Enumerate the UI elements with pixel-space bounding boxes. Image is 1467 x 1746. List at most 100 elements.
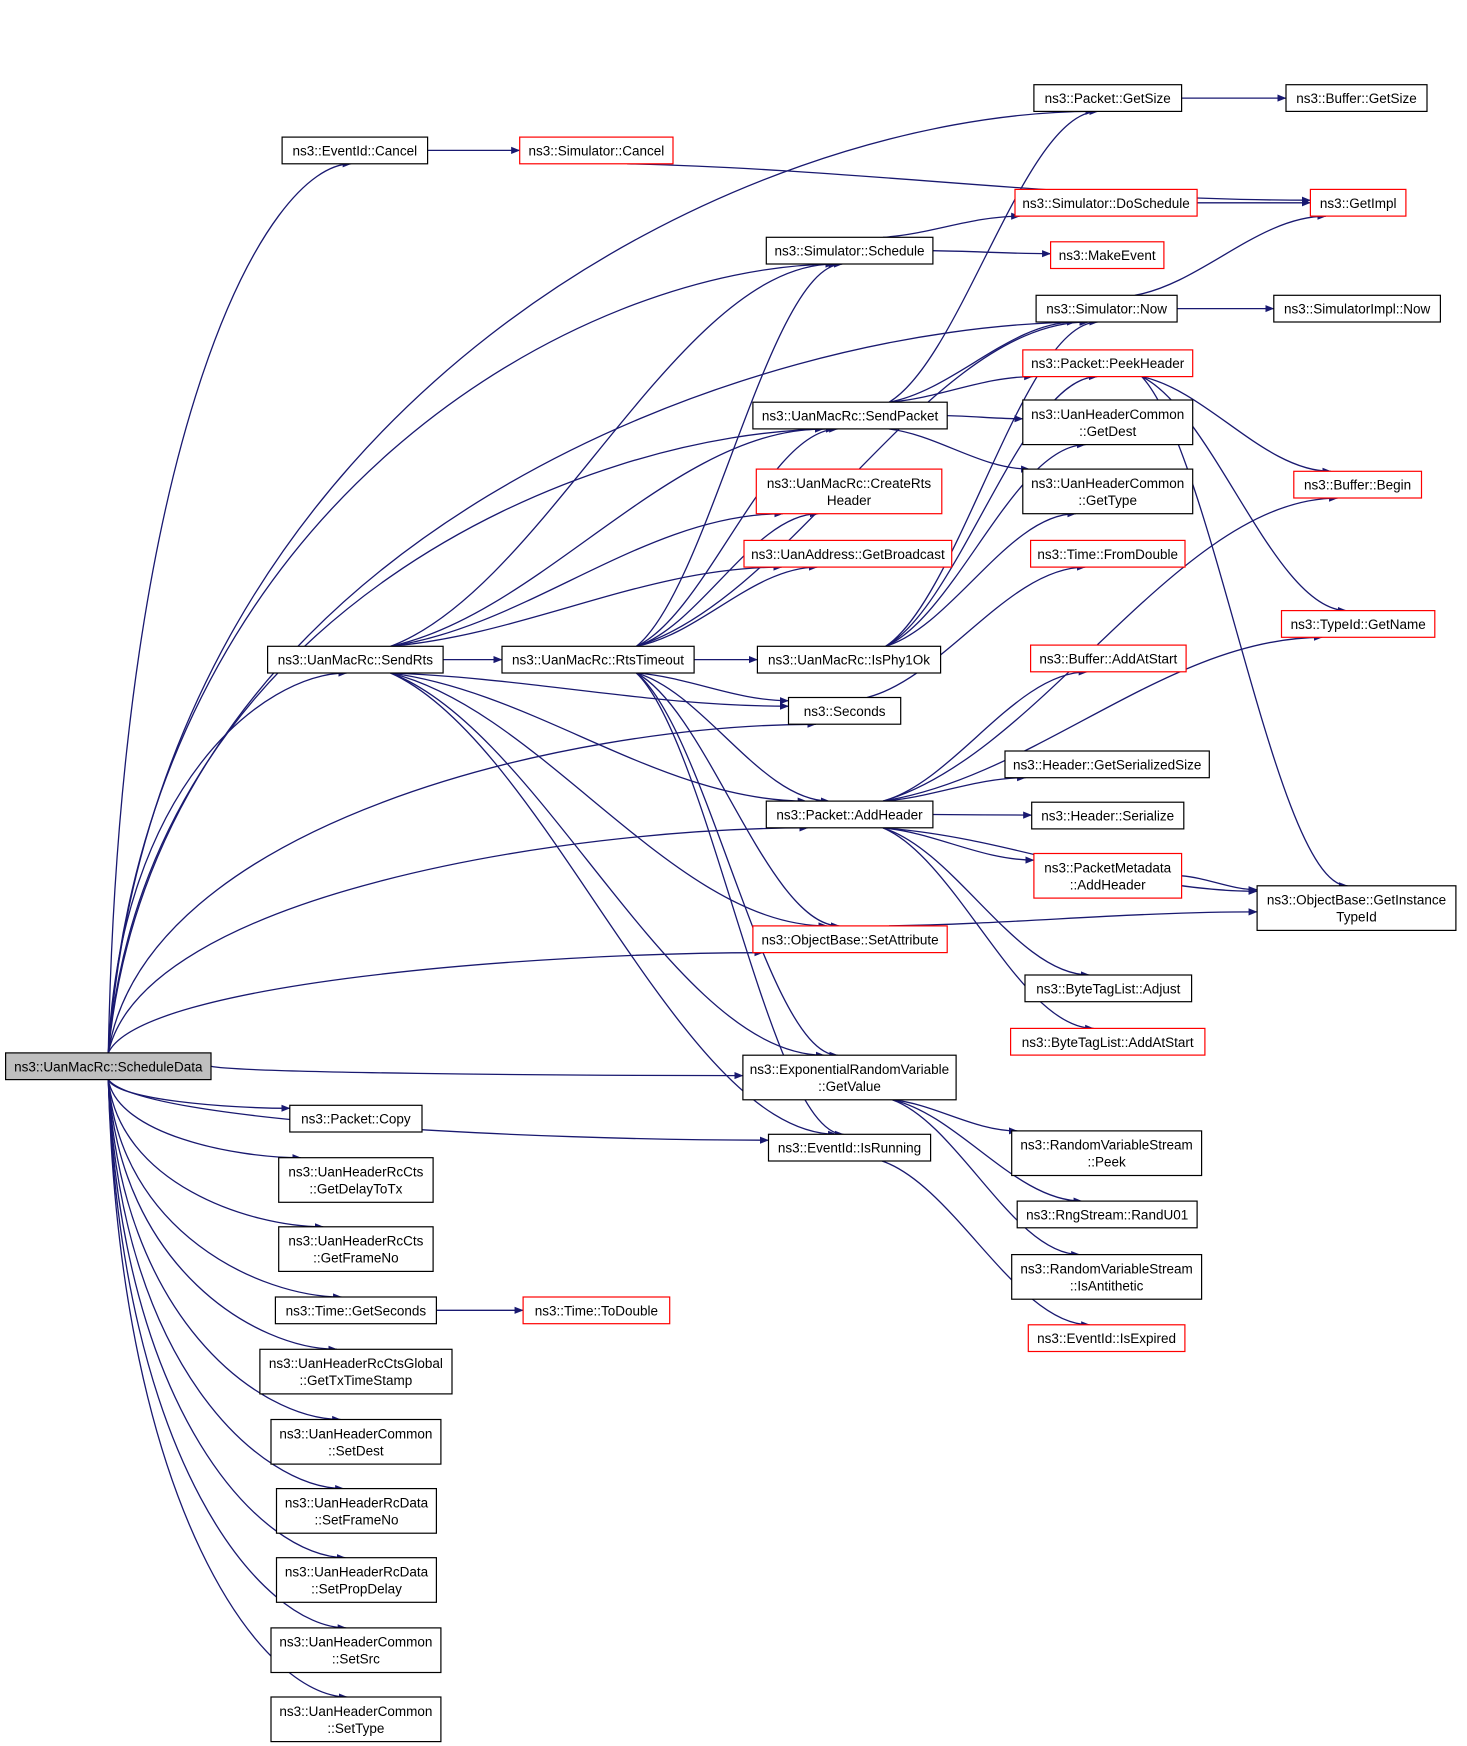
node-packetCopy[interactable]: ns3::Packet::Copy [289,1104,423,1133]
node-label: ns3::ObjectBase::SetAttribute [762,932,939,947]
node-box [752,925,948,954]
edge-sendPacket-to-peekHeader [888,373,1034,403]
node-getFrameNo[interactable]: ns3::UanHeaderRcCts::GetFrameNo [278,1226,434,1273]
node-label: ::AddHeader [1070,877,1146,892]
node-isRunning[interactable]: ns3::EventId::IsRunning [767,1133,932,1162]
node-box [270,1696,442,1743]
node-setDest[interactable]: ns3::UanHeaderCommon::SetDest [270,1418,442,1465]
node-sendPacket[interactable]: ns3::UanMacRc::SendPacket [752,401,948,430]
node-label: ns3::UanMacRc::SendRts [278,653,434,668]
edge-scheduleData-to-isRunning [107,1079,769,1144]
node-setAttribute[interactable]: ns3::ObjectBase::SetAttribute [752,925,948,954]
node-label: ns3::Simulator::Now [1046,302,1167,317]
node-packetGetSize[interactable]: ns3::Packet::GetSize [1033,84,1183,112]
node-label: ns3::EventId::Cancel [293,143,418,158]
node-btlAdjust[interactable]: ns3::ByteTagList::Adjust [1024,974,1193,1003]
node-label: ::SetType [327,1721,384,1736]
edge-sendPacket-to-packetGetSize [888,107,1099,403]
node-box [1022,468,1194,515]
node-doSchedule[interactable]: ns3::Simulator::DoSchedule [1014,188,1198,217]
node-label: ns3::UanHeaderRcCts [288,1234,423,1249]
node-fromDouble[interactable]: ns3::Time::FromDouble [1029,539,1186,568]
node-label: ns3::EventId::IsRunning [778,1141,921,1156]
node-getImpl[interactable]: ns3::GetImpl [1309,188,1407,217]
node-box [522,1296,671,1325]
node-pmAddHeader[interactable]: ns3::PacketMetadata::AddHeader [1033,852,1183,899]
edge-addHeader-to-btlAddAtStart [882,827,1095,1032]
node-label: ns3::UanHeaderCommon [1031,476,1184,491]
edge-scheduleData-to-packetCopy [107,1079,291,1112]
node-label: ns3::TypeId::GetName [1291,617,1426,632]
node-headerSerialize[interactable]: ns3::Header::Serialize [1031,801,1185,830]
node-scheduleData[interactable]: ns3::UanMacRc::ScheduleData [4,1052,212,1081]
edge-rtsTimeout-to-expGetValue [635,672,839,1059]
node-label: ns3::Simulator::Schedule [774,244,924,259]
node-isExpired[interactable]: ns3::EventId::IsExpired [1027,1324,1186,1353]
node-isPhy1Ok[interactable]: ns3::UanMacRc::IsPhy1Ok [756,645,942,674]
node-toDouble[interactable]: ns3::Time::ToDouble [522,1296,671,1325]
node-box [1004,750,1210,779]
node-getSeconds[interactable]: ns3::Time::GetSeconds [274,1296,437,1325]
node-label: ns3::ObjectBase::GetInstance [1267,893,1446,908]
node-label: ns3::ByteTagList::AddAtStart [1022,1035,1194,1050]
node-typeIdGetName[interactable]: ns3::TypeId::GetName [1280,609,1436,638]
node-addHeader[interactable]: ns3::Packet::AddHeader [765,800,934,829]
node-setPropDelay[interactable]: ns3::UanHeaderRcData::SetPropDelay [275,1557,437,1603]
edge-simCancel-to-getImpl [626,163,1311,204]
node-simCancel[interactable]: ns3::Simulator::Cancel [519,136,674,165]
edge-addHeader-to-typeIdGetName [882,633,1323,802]
edge-scheduleData-to-setType [107,1079,348,1701]
node-rvsPeek[interactable]: ns3::RandomVariableStream::Peek [1011,1130,1203,1177]
node-label: ns3::Seconds [804,704,886,719]
node-label: ns3::UanHeaderRcCts [288,1165,423,1180]
node-label: ns3::UanHeaderRcData [285,1565,429,1580]
node-expGetValue[interactable]: ns3::ExponentialRandomVariable::GetValue [742,1054,957,1101]
node-randU01[interactable]: ns3::RngStream::RandU01 [1016,1200,1198,1229]
node-label: ns3::UanHeaderRcCtsGlobal [269,1356,443,1371]
node-setType[interactable]: ns3::UanHeaderCommon::SetType [270,1696,442,1743]
edge-rtsTimeout-to-sendPacket [636,425,839,647]
node-btlAddAtStart[interactable]: ns3::ByteTagList::AddAtStart [1009,1027,1206,1056]
node-getType[interactable]: ns3::UanHeaderCommon::GetType [1022,468,1194,515]
node-isAntithetic[interactable]: ns3::RandomVariableStream::IsAntithetic [1011,1253,1203,1300]
edge-scheduleData-to-seconds [107,720,817,1053]
edge-scheduleData-to-schedule [107,260,838,1053]
node-sendRts[interactable]: ns3::UanMacRc::SendRts [267,645,444,674]
node-rtsTimeout[interactable]: ns3::UanMacRc::RtsTimeout [501,645,695,674]
node-label: ns3::UanMacRc::CreateRts [767,476,932,491]
node-eventCancel[interactable]: ns3::EventId::Cancel [281,136,429,165]
node-box [289,1104,423,1133]
node-setSrc[interactable]: ns3::UanHeaderCommon::SetSrc [270,1627,442,1674]
edge-scheduleData-to-getTxTimeStamp [107,1079,338,1353]
node-bufferGetSize[interactable]: ns3::Buffer::GetSize [1285,84,1428,112]
node-label: ns3::UanMacRc::SendPacket [762,409,939,424]
node-box [743,539,953,568]
node-schedule[interactable]: ns3::Simulator::Schedule [765,236,934,265]
node-label: ::GetDest [1079,424,1136,439]
node-getTxTimeStamp[interactable]: ns3::UanHeaderRcCtsGlobal::GetTxTimeStam… [259,1348,453,1395]
node-label: ns3::UanMacRc::RtsTimeout [512,653,684,668]
node-makeEvent[interactable]: ns3::MakeEvent [1049,241,1165,270]
node-getDelayToTx[interactable]: ns3::UanHeaderRcCts::GetDelayToTx [278,1157,434,1203]
node-seconds[interactable]: ns3::Seconds [787,696,902,725]
node-box [1029,644,1187,673]
node-getBroadcast[interactable]: ns3::UanAddress::GetBroadcast [743,539,953,568]
node-bufferBegin[interactable]: ns3::Buffer::Begin [1293,470,1423,499]
edge-sendRts-to-isRunning [390,672,838,1138]
node-label: ::GetDelayToTx [309,1182,402,1197]
node-label: ::IsAntithetic [1070,1278,1144,1293]
node-simImplNow[interactable]: ns3::SimulatorImpl::Now [1273,294,1442,323]
node-label: ns3::ByteTagList::Adjust [1036,981,1180,996]
node-setFrameNo[interactable]: ns3::UanHeaderRcData::SetFrameNo [275,1487,437,1534]
node-now[interactable]: ns3::Simulator::Now [1035,294,1178,323]
edge-expGetValue-to-isAntithetic [891,1099,1081,1259]
node-bufferAddAtStart[interactable]: ns3::Buffer::AddAtStart [1029,644,1187,673]
node-getDest[interactable]: ns3::UanHeaderCommon::GetDest [1022,399,1194,446]
node-label: Header [827,493,872,508]
node-getSerializedSize[interactable]: ns3::Header::GetSerializedSize [1004,750,1210,779]
node-box [278,1226,434,1273]
node-peekHeader[interactable]: ns3::Packet::PeekHeader [1022,349,1194,378]
node-box [1011,1130,1203,1177]
